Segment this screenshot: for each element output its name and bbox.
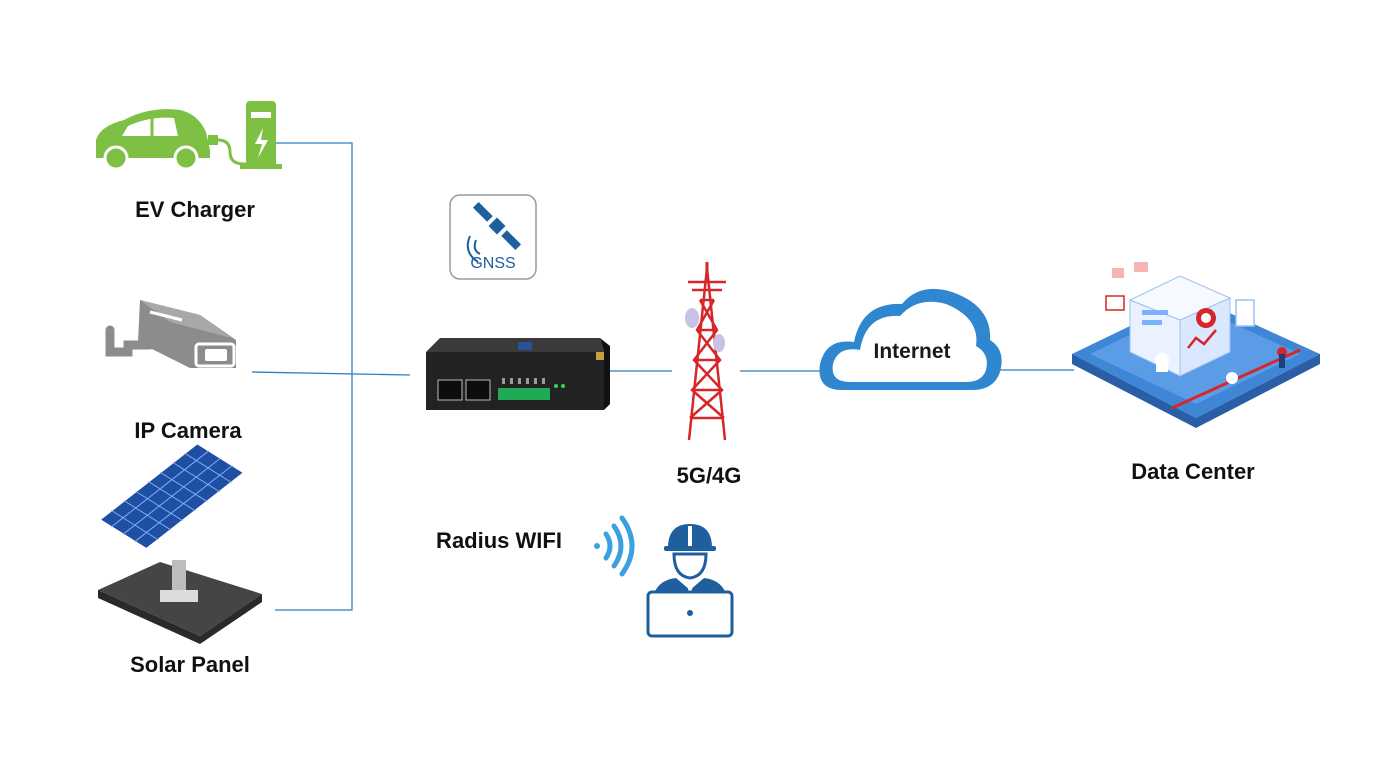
link-ev-charger-bus [262, 142, 353, 611]
data-center-icon [1072, 262, 1320, 428]
solar-panel-icon [97, 442, 262, 644]
ev-charger-label: EV Charger [135, 197, 255, 222]
solar-panel-label: Solar Panel [130, 652, 250, 677]
data-center-label: Data Center [1131, 459, 1255, 484]
radius-wifi-label: Radius WIFI [436, 528, 562, 553]
cctv-camera-icon [105, 300, 236, 368]
tower-label: 5G/4G [676, 463, 742, 488]
wifi-signal-icon [594, 515, 635, 577]
ip-camera-label: IP Camera [134, 418, 242, 443]
cloud-icon [819, 288, 1002, 390]
gnss-badge [449, 194, 537, 280]
ev-charger-icon [96, 101, 282, 171]
connections [251, 142, 1074, 611]
engineer-laptop-icon [646, 524, 734, 638]
internet-label: Internet [873, 340, 951, 363]
gnss-label: GNSS [470, 255, 516, 272]
cell-tower-icon [685, 262, 727, 441]
link-camera-router [251, 371, 411, 376]
industrial-router-icon [426, 338, 610, 410]
